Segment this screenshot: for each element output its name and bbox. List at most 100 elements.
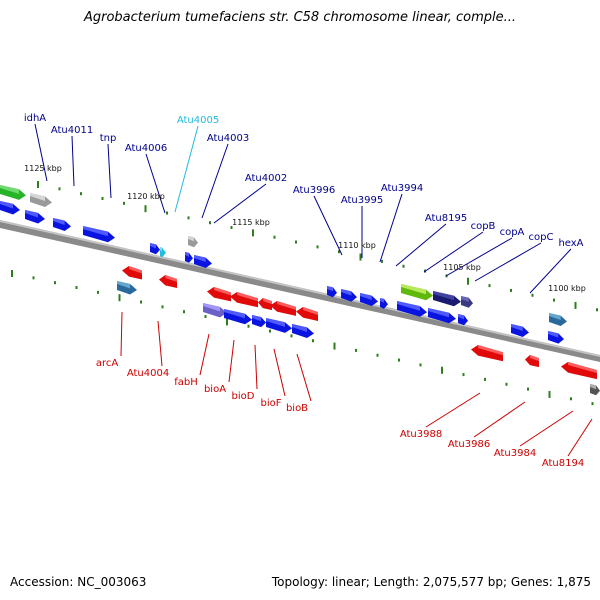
gene-label-arca[interactable]: arcA xyxy=(96,358,119,369)
gene-fwd5[interactable] xyxy=(185,252,193,263)
gene-fwd8[interactable] xyxy=(428,308,456,324)
gene-fwd4[interactable] xyxy=(83,226,115,243)
gene-label-biof[interactable]: bioF xyxy=(261,398,282,409)
gene-label-hexa[interactable]: hexA xyxy=(558,238,583,249)
label-line-atu4002 xyxy=(213,183,267,224)
gene-bioa-rev[interactable] xyxy=(230,292,258,308)
kbp-label: 1100 kbp xyxy=(548,284,586,293)
gene-biob-rev[interactable] xyxy=(296,307,318,321)
gene-atu3996[interactable] xyxy=(341,289,357,302)
gene-arca-neighbor[interactable] xyxy=(117,281,137,295)
gene-idha[interactable] xyxy=(30,193,52,207)
gene-bioa[interactable] xyxy=(224,309,252,325)
gene-label-atu4006[interactable]: Atu4006 xyxy=(125,143,167,154)
gene-atu4004[interactable] xyxy=(159,275,177,289)
gene-hexa-neighbor[interactable] xyxy=(549,313,567,327)
gene-atu4005[interactable] xyxy=(160,247,166,258)
gene-fabh[interactable] xyxy=(203,303,227,318)
gene-atu3988[interactable] xyxy=(471,345,503,362)
tick-mark xyxy=(209,221,211,225)
tick-mark xyxy=(295,240,297,244)
gene-label-atu4004[interactable]: Atu4004 xyxy=(127,368,169,379)
gene-fwd3[interactable] xyxy=(53,218,71,232)
tick-mark xyxy=(230,226,233,230)
gene-label-copc[interactable]: copC xyxy=(529,232,554,243)
label-line-atu3986 xyxy=(473,401,526,438)
gene-label-atu4002[interactable]: Atu4002 xyxy=(245,173,287,184)
gene-biod[interactable] xyxy=(252,315,266,328)
gene-label-atu3994[interactable]: Atu3994 xyxy=(381,183,423,194)
gene-label-atu4005[interactable]: Atu4005 xyxy=(177,115,219,126)
gene-tnp-neighbor[interactable] xyxy=(188,236,198,248)
gene-biof-rev[interactable] xyxy=(270,301,296,316)
tick-mark xyxy=(80,192,82,196)
label-line-atu8195 xyxy=(395,223,447,267)
gene-label-atu8195[interactable]: Atu8195 xyxy=(425,213,467,224)
gene-label-biod[interactable]: bioD xyxy=(232,391,255,402)
gene-fwd10[interactable] xyxy=(511,324,529,338)
gene-copc[interactable] xyxy=(461,296,473,308)
map-title: Agrobacterium tumefaciens str. C58 chrom… xyxy=(83,10,517,25)
gene-atu4003[interactable] xyxy=(194,255,212,269)
gene-biod-rev[interactable] xyxy=(258,298,272,311)
gene-label-atu4003[interactable]: Atu4003 xyxy=(207,133,249,144)
label-line-atu4003 xyxy=(201,143,229,219)
tick-mark xyxy=(187,216,190,220)
tick-mark xyxy=(591,402,594,406)
gene-fwd2[interactable] xyxy=(25,210,45,224)
gene-fwd7[interactable] xyxy=(397,301,427,317)
label-line-copa xyxy=(445,237,513,277)
gene-label-atu3984[interactable]: Atu3984 xyxy=(494,448,536,459)
label-line-atu4006 xyxy=(145,153,166,214)
gene-label-idha[interactable]: idhA xyxy=(24,113,46,124)
tick-mark xyxy=(140,300,142,304)
gene-atu3986[interactable] xyxy=(525,355,539,368)
gene-label-atu4011[interactable]: Atu4011 xyxy=(51,125,93,136)
gene-biof[interactable] xyxy=(266,318,292,333)
gene-copa[interactable] xyxy=(433,291,461,307)
gene-label-bioa[interactable]: bioA xyxy=(204,384,226,395)
tick-mark xyxy=(441,366,443,374)
gene-biob[interactable] xyxy=(292,324,314,338)
gene-copb[interactable] xyxy=(401,284,433,301)
gene-fwd9[interactable] xyxy=(458,314,468,326)
tick-mark xyxy=(359,253,362,261)
gene-atu3984[interactable] xyxy=(561,362,597,380)
gene-hexa[interactable] xyxy=(548,331,564,344)
gene-label-biob[interactable]: bioB xyxy=(286,403,308,414)
label-line-atu8194 xyxy=(567,418,593,457)
gene-label-atu3986[interactable]: Atu3986 xyxy=(448,439,490,450)
tick-mark xyxy=(574,301,577,309)
label-line-biob xyxy=(296,353,312,402)
gene-atu4006[interactable] xyxy=(150,243,160,255)
gene-label-fabh[interactable]: fabH xyxy=(174,377,198,388)
tick-mark xyxy=(419,363,422,367)
tick-mark xyxy=(402,264,405,268)
gene-fwd6[interactable] xyxy=(327,286,337,298)
tick-mark xyxy=(161,305,164,309)
label-line-biof xyxy=(273,348,286,397)
gene-label-tnp[interactable]: tnp xyxy=(100,133,117,144)
tick-mark xyxy=(204,315,207,319)
gene-label-atu3996[interactable]: Atu3996 xyxy=(293,185,335,196)
gene-idha-neighbor[interactable] xyxy=(0,185,26,200)
tick-mark xyxy=(75,286,78,290)
gene-label-copb[interactable]: copB xyxy=(471,221,496,232)
tick-mark xyxy=(32,276,35,280)
kbp-label: 1120 kbp xyxy=(127,192,165,201)
label-line-arca xyxy=(120,311,123,357)
tick-mark xyxy=(553,298,555,302)
kbp-label: 1115 kbp xyxy=(232,218,270,227)
gene-atu3995[interactable] xyxy=(360,293,378,307)
gene-label-atu3995[interactable]: Atu3995 xyxy=(341,195,383,206)
gene-label-atu8194[interactable]: Atu8194 xyxy=(542,458,584,469)
gene-fabh-rev[interactable] xyxy=(207,287,231,302)
label-line-copc xyxy=(474,242,542,282)
gene-label-copa[interactable]: copA xyxy=(500,227,525,238)
gene-atu3994[interactable] xyxy=(380,298,388,309)
gene-edge-gene[interactable] xyxy=(590,384,600,396)
tick-mark xyxy=(118,294,121,302)
gene-label-atu3988[interactable]: Atu3988 xyxy=(400,429,442,440)
gene-fwd1[interactable] xyxy=(0,201,20,215)
gene-arca[interactable] xyxy=(122,266,142,280)
